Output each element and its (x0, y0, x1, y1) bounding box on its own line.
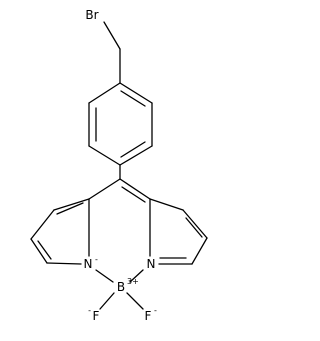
meso-bridge (88, 164, 151, 203)
nitrogen-left-charge: - (95, 255, 98, 264)
benzene-inner-double-bond (120, 90, 146, 107)
benzene-bond (119, 82, 153, 104)
double-bond-meso-right (121, 186, 146, 203)
pyrrole-bond (182, 209, 208, 239)
benzene-bond (88, 82, 121, 104)
pyrrole-double-bond (56, 202, 84, 215)
nitrogen-left-label: N (84, 257, 93, 271)
benzene-inner-double-bond (120, 141, 146, 158)
bond-meso-right (119, 178, 151, 200)
fluorine-left-label: F (93, 309, 100, 323)
pyrrole-bond (149, 198, 184, 211)
right-pyrrole-ring (149, 198, 208, 265)
bromomethyl-group (103, 21, 121, 84)
bond-meso-left (88, 178, 121, 200)
boron-difluoride-core (95, 269, 144, 310)
boron-label: B (117, 280, 125, 294)
pyrrole-bond (53, 198, 90, 211)
pyrrole-bond (191, 237, 208, 265)
fluorine-right-label: F (145, 309, 152, 323)
pyrrole-double-bond (37, 240, 52, 260)
bond-br-ch2 (103, 21, 121, 50)
bromine-label: Br (85, 8, 98, 22)
pyrrole-double-bond (185, 217, 203, 238)
bond-n-b-right (129, 269, 144, 283)
boron-charge: 3+ (127, 277, 139, 286)
benzene-bond (88, 145, 121, 166)
benzene-ring (88, 82, 153, 166)
fluorine-right-charge: - (154, 306, 157, 315)
pyrrole-bond (30, 209, 55, 240)
bond-b-f-left (99, 292, 115, 310)
bond-b-f-right (126, 292, 144, 310)
nitrogen-right-label: N (147, 257, 156, 271)
bond-n-b-left (95, 269, 114, 283)
pyrrole-bond (46, 262, 82, 265)
fluorine-left-charge: - (88, 306, 91, 315)
left-pyrrole-ring (30, 198, 90, 265)
molecule-structure-diagram: Br N - N B 3+ - F F - (30, 8, 208, 323)
pyrrole-bond (30, 238, 48, 264)
benzene-bond (119, 145, 153, 166)
